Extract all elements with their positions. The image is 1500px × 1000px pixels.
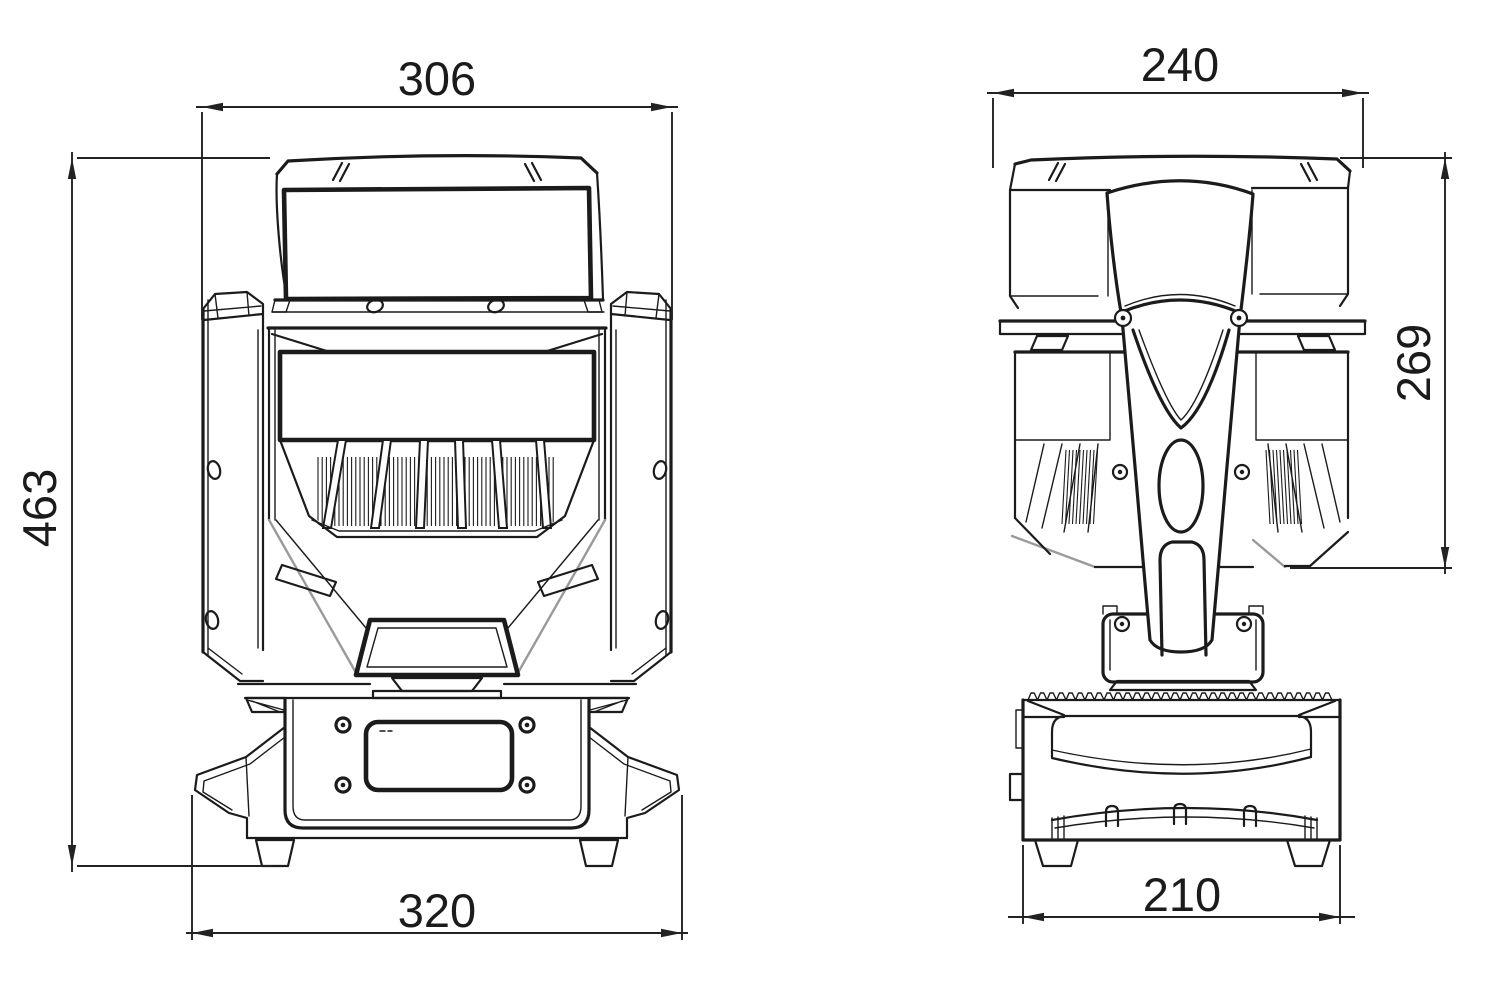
front-top-width-value: 306	[398, 52, 476, 105]
side-head-chin	[1010, 516, 1350, 569]
front-base-wing-left	[193, 725, 287, 840]
side-base-width-value: 210	[1143, 868, 1221, 921]
dim-front-top-width: 306	[196, 52, 678, 320]
front-head-bezel	[266, 185, 608, 330]
dim-front-base-width: 320	[186, 795, 688, 940]
front-base-screws	[334, 716, 536, 794]
front-height-value: 463	[13, 469, 66, 547]
dim-front-height: 463	[13, 152, 272, 872]
side-foot-right	[1285, 838, 1332, 868]
front-fin-grill	[278, 438, 596, 539]
side-head-midband	[998, 319, 1367, 354]
front-head-sides	[267, 326, 607, 522]
dim-side-base-width: 210	[1008, 845, 1355, 924]
front-foot-right	[578, 838, 620, 868]
side-head-top	[1008, 154, 1352, 192]
front-lens-panel	[277, 349, 597, 443]
side-foot-left	[1033, 838, 1080, 868]
front-yoke-arm-left	[201, 290, 265, 683]
front-base-width-value: 320	[398, 884, 476, 937]
front-base-wing-right	[587, 725, 681, 840]
side-top-width-value: 240	[1141, 38, 1219, 91]
dim-side-top-width: 240	[987, 38, 1369, 168]
front-view	[193, 154, 681, 868]
front-head-shell	[275, 154, 605, 301]
front-yoke-arm-right	[609, 290, 673, 683]
dim-side-head-height: 269	[1290, 152, 1452, 574]
front-foot-left	[254, 838, 296, 868]
side-base	[1008, 698, 1342, 868]
side-head-height-value: 269	[1387, 324, 1440, 402]
front-display-window	[363, 719, 515, 793]
front-base	[193, 682, 681, 868]
side-view	[998, 154, 1367, 868]
side-turntable	[1027, 679, 1333, 701]
side-yoke-arm	[1105, 179, 1255, 657]
side-head-panels-lower	[1013, 350, 1350, 533]
front-head-chin	[267, 518, 607, 700]
